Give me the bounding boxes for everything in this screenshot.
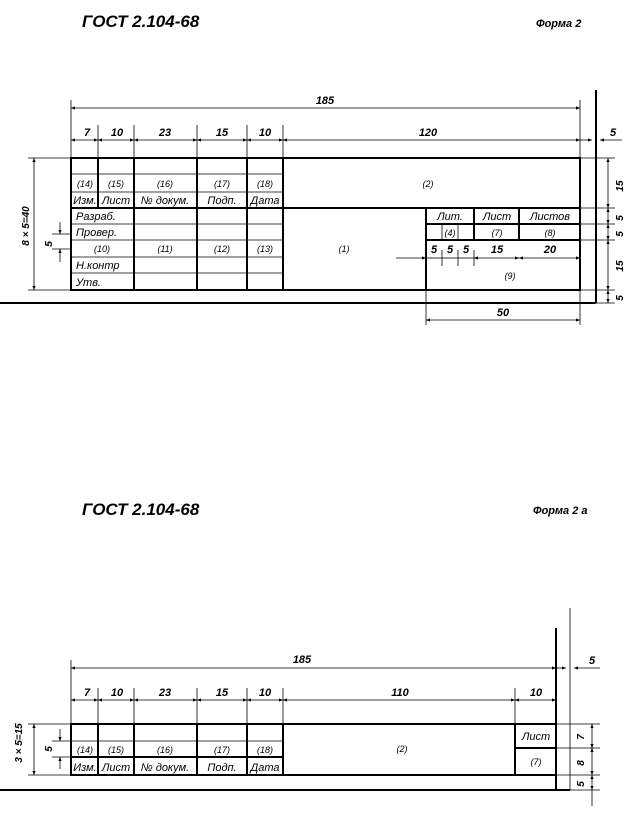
form2a-dim-10c: 10: [530, 687, 543, 699]
form2a-dim-r5: 5: [576, 781, 587, 787]
form2-ref-12: (12): [214, 244, 230, 254]
form2a-dim-row: 5: [44, 746, 55, 752]
form2-lit: Лит.: [436, 211, 463, 223]
form2-ref-8: (8): [545, 228, 556, 238]
form2-dim-23: 23: [158, 127, 171, 139]
form2-dim-r15a: 15: [615, 180, 626, 192]
form2-dim-height: 8 × 5=40: [21, 206, 32, 246]
form2-ref-2: (2): [423, 179, 434, 189]
form2-header-podp: Подп.: [207, 195, 236, 207]
form2a-header-ndoc: № докум.: [141, 762, 189, 774]
form2-dim-bottom-50: 50: [497, 307, 510, 319]
form2-lit-listov: Листов: [529, 211, 570, 223]
form2a-dim-right-5: 5: [589, 655, 596, 667]
form2-dim-right-5: 5: [610, 127, 617, 139]
form2-row-razrab: Разраб.: [76, 211, 116, 223]
form2a-sheet-label: Лист: [521, 731, 550, 743]
form2-row-utv: Утв.: [75, 277, 101, 289]
form2-lit-dim-a: 5: [431, 244, 438, 256]
form2-dim-row: 5: [44, 241, 55, 247]
form2a-drawing: 185 7 10 23 15 10 110 10 5 3 × 5=15 5 7 …: [0, 608, 600, 806]
form2-dim-r15b: 15: [615, 260, 626, 272]
form2a-ref-18: (18): [257, 745, 273, 755]
form2-lit-dim-b: 5: [447, 244, 454, 256]
form2-ref-18: (18): [257, 179, 273, 189]
form2-ref-17: (17): [214, 179, 230, 189]
form2-ref-11: (11): [157, 244, 172, 254]
form2a-dim-10b: 10: [259, 687, 272, 699]
form2-dim-10b: 10: [259, 127, 272, 139]
form2a-dim-23: 23: [158, 687, 171, 699]
form2-drawing: 185 7 10 23 15 10 120 5 8 × 5=40 5 15 5 …: [0, 90, 626, 325]
form2-header-ndoc: № докум.: [141, 195, 189, 207]
form2-ref-4: (4): [445, 228, 456, 238]
form2-header-list: Лист: [101, 195, 130, 207]
form2a-form-label: Форма 2 а: [533, 505, 588, 517]
form2-gost-title: ГОСТ 2.104-68: [82, 12, 200, 31]
form2a-dimension-lines: [32, 666, 600, 806]
form2-lit-dim-e: 20: [543, 244, 557, 256]
form2-table-grid: [70, 157, 581, 291]
form2a-ref-17: (17): [214, 745, 230, 755]
form2-dim-total: 185: [316, 95, 335, 107]
form2-dimension-lines: [28, 106, 622, 322]
form2a-dim-10a: 10: [111, 687, 124, 699]
form2-form-label: Форма 2: [536, 18, 582, 30]
form2-ref-15: (15): [108, 179, 124, 189]
form2a-ref-15: (15): [108, 745, 124, 755]
form2-ref-10: (10): [94, 244, 110, 254]
form2a-dim-7: 7: [84, 687, 91, 699]
form2a-gost-title: ГОСТ 2.104-68: [82, 500, 200, 519]
form2-lit-list: Лист: [482, 211, 511, 223]
form2-lit-dim-d: 15: [491, 244, 504, 256]
form2-dim-7: 7: [84, 127, 91, 139]
form2-dim-120: 120: [419, 127, 438, 139]
form2-dim-10a: 10: [111, 127, 124, 139]
form2a-dim-total: 185: [293, 654, 312, 666]
form2a-header-list: Лист: [101, 762, 130, 774]
form2a-dim-110: 110: [391, 687, 409, 699]
form2-ref-13: (13): [257, 244, 273, 254]
form2-ref-16: (16): [157, 179, 173, 189]
form2-dim-r5a: 5: [615, 215, 626, 221]
form2-labels: 185 7 10 23 15 10 120 5 8 × 5=40 5 15 5 …: [21, 95, 626, 319]
form2a-header-izm: Изм.: [73, 762, 96, 774]
form2a-ref-16: (16): [157, 745, 173, 755]
form2a-header-podp: Подп.: [207, 762, 236, 774]
form2-header-data: Дата: [248, 195, 279, 207]
form2a-dim-r8: 8: [576, 760, 587, 766]
form2-ref-1: (1): [339, 244, 350, 254]
form2a-dim-r7: 7: [576, 734, 587, 740]
form2a-ref-7: (7): [531, 757, 542, 767]
form2-dim-15: 15: [216, 127, 229, 139]
form2a-dim-15: 15: [216, 687, 229, 699]
form2-row-prover: Провер.: [76, 227, 117, 239]
form2a-ref-14: (14): [77, 745, 93, 755]
form2-lit-dim-c: 5: [463, 244, 470, 256]
form2a-ref-2: (2): [397, 744, 408, 754]
form2-header-izm: Изм.: [73, 195, 96, 207]
form2-ref-14: (14): [77, 179, 93, 189]
form2-dim-r5c: 5: [615, 295, 626, 301]
form2a-dim-height: 3 × 5=15: [14, 723, 25, 763]
form2a-header-data: Дата: [248, 762, 279, 774]
form2-row-nkontr: Н.контр: [76, 260, 120, 272]
form2a-labels: 185 7 10 23 15 10 110 10 5 3 × 5=15 5 7 …: [14, 654, 596, 787]
form2-dim-r5b: 5: [615, 231, 626, 237]
form2a-table-grid: [70, 723, 557, 776]
form2-ref-9: (9): [505, 271, 516, 281]
form2-ref-7: (7): [492, 228, 503, 238]
